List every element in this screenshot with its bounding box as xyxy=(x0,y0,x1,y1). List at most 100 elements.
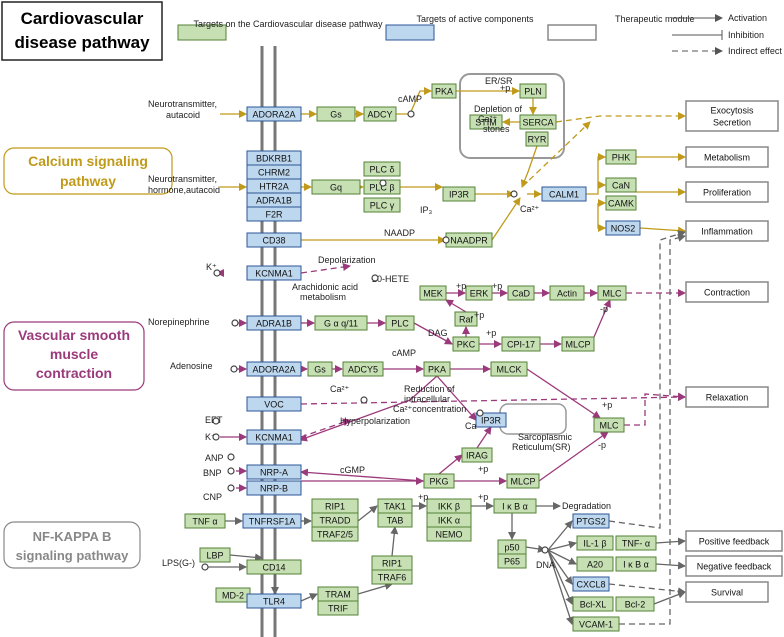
node-adcy: ADCY xyxy=(363,106,397,122)
node-nemo: NEMO xyxy=(426,526,472,542)
node-raf: Raf xyxy=(454,311,478,327)
edge xyxy=(491,197,521,241)
junction-dot xyxy=(213,269,221,277)
node-tak1: TAK1 xyxy=(377,498,413,514)
junction-dot xyxy=(379,179,387,187)
node-adcy5: ADCY5 xyxy=(342,361,384,377)
node-vcam1: VCAM-1 xyxy=(572,616,620,632)
node-label: TRAF2/5 xyxy=(317,529,353,539)
node-pkg: PKG xyxy=(423,473,455,489)
node-label: Gs xyxy=(314,364,326,374)
edge xyxy=(619,233,686,625)
edge xyxy=(547,549,573,585)
label-minus-p1: -p xyxy=(600,304,608,314)
junction-dot xyxy=(407,110,415,118)
node-label: ADORA2A xyxy=(252,364,295,374)
node-label: STIM xyxy=(475,117,497,127)
node-box xyxy=(549,285,585,301)
node-label: RIP1 xyxy=(325,501,345,511)
node-label: MLC xyxy=(602,288,622,298)
node-actin: Actin xyxy=(549,285,585,301)
node-gs-2: Gs xyxy=(307,361,333,377)
node-tlr4: TLR4 xyxy=(246,593,302,609)
node-box xyxy=(576,535,614,551)
junction-dot xyxy=(510,190,518,198)
node-camk: CAMK xyxy=(605,195,637,211)
node-box xyxy=(246,464,302,480)
node-pln: PLN xyxy=(519,83,547,99)
title-line1: Cardiovascular xyxy=(21,9,144,28)
node-serca: SERCA xyxy=(519,114,557,130)
node-box xyxy=(507,285,535,301)
node-box xyxy=(475,412,507,428)
legend-indirect-label: Indirect effect xyxy=(728,46,782,56)
title-box xyxy=(1,1,163,61)
node-label: TNFRSF1A xyxy=(249,516,296,526)
edge xyxy=(445,299,467,313)
module-label: Positive feedback xyxy=(699,536,770,546)
node-label: PKA xyxy=(435,86,453,96)
junction-dot xyxy=(227,467,235,475)
node-rip1-2: RIP1 xyxy=(371,555,413,571)
edge xyxy=(357,582,393,595)
node-ikkb: IKK β xyxy=(426,498,472,514)
node-ptgs2: PTGS2 xyxy=(572,513,610,529)
node-stim: STIM xyxy=(469,114,503,130)
node-ikka: IKK α xyxy=(426,512,472,528)
edge xyxy=(608,230,686,529)
node-f2r: F2R xyxy=(246,206,302,222)
node-p65: P65 xyxy=(497,553,527,569)
node-label: p50 xyxy=(504,542,519,552)
label-naadp: NAADP xyxy=(384,228,415,238)
node-ikba-1: I κ B α xyxy=(493,498,537,514)
node-label: PLC γ xyxy=(370,200,395,210)
node-label: MD-2 xyxy=(222,590,244,600)
label-ip3: IP₃ xyxy=(420,205,433,215)
edge xyxy=(390,526,399,557)
section-nfkb-line2: signaling pathway xyxy=(16,548,129,563)
edge xyxy=(593,299,611,338)
node-box xyxy=(572,616,620,632)
junction-dot xyxy=(212,417,220,425)
node-label: PKA xyxy=(428,364,446,374)
legend-blue-label: Targets of active components xyxy=(416,14,534,24)
node-label: KCNMA1 xyxy=(255,432,293,442)
node-cxcl8: CXCL8 xyxy=(572,576,610,592)
node-box xyxy=(314,315,368,331)
legend-green-swatch xyxy=(177,24,227,41)
node-nrpb: NRP-B xyxy=(246,480,302,496)
node-label: TRAM xyxy=(325,589,351,599)
label-camp-2: cAMP xyxy=(392,348,416,358)
node-label: CHRM2 xyxy=(258,167,290,177)
node-box xyxy=(317,600,359,616)
node-label: TRAF6 xyxy=(378,572,407,582)
node-label: ADRA1B xyxy=(256,195,292,205)
label-ca2-1: Ca²⁺ xyxy=(520,204,540,214)
node-label: NEMO xyxy=(436,529,463,539)
junction-dot xyxy=(231,319,239,327)
node-label: CPI-17 xyxy=(507,339,535,349)
label-neuro2b: hormone,autacoid xyxy=(148,185,220,195)
node-cad: CaD xyxy=(507,285,535,301)
label-norepi: Norepinephrine xyxy=(148,317,210,327)
node-box xyxy=(242,513,302,529)
node-tab: TAB xyxy=(377,512,413,528)
node-box xyxy=(246,480,302,496)
node-label: TNF- α xyxy=(622,538,650,548)
node-label: IRAG xyxy=(466,450,488,460)
node-box xyxy=(316,106,356,122)
node-box xyxy=(246,396,302,412)
node-label: PLC δ xyxy=(369,164,394,174)
label-kplus-1: K⁺ xyxy=(206,262,217,272)
node-box xyxy=(519,114,557,130)
node-label: TNF α xyxy=(192,516,217,526)
label-hyperpol: Hyperpolarization xyxy=(340,416,410,426)
node-label: MLCK xyxy=(496,364,521,374)
node-label: ADRA1B xyxy=(256,318,292,328)
node-tram: TRAM xyxy=(317,586,359,602)
module-proliferation: Proliferation xyxy=(685,181,769,203)
label-plus-p: +p xyxy=(486,328,496,338)
node-box xyxy=(541,186,587,202)
node-mlck: MLCK xyxy=(490,361,528,377)
